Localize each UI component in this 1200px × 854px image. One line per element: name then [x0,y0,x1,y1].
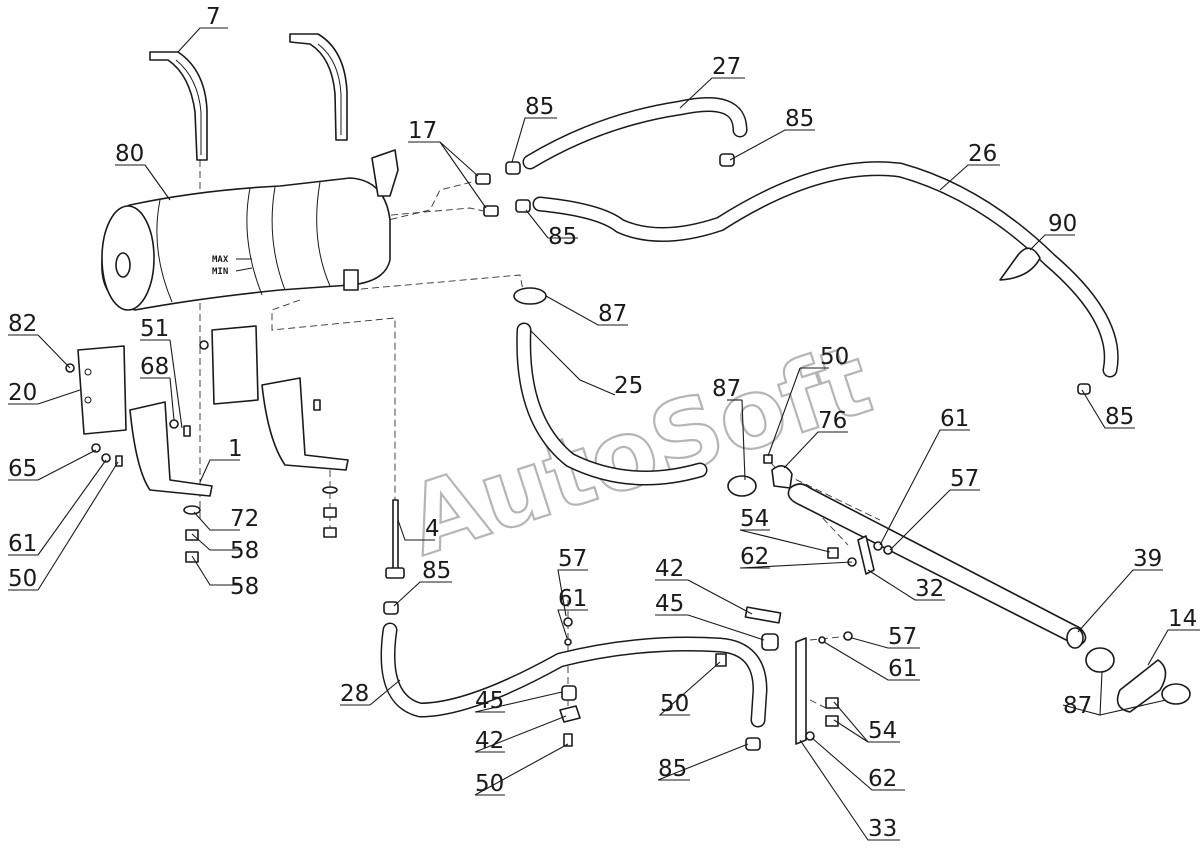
tank-min-label: MIN [212,267,228,277]
callout-85: 85 [785,106,814,132]
callout-61: 61 [8,531,37,557]
callout-42: 42 [475,728,504,754]
small-parts-lower [559,606,853,747]
bracket-part-20 [77,325,259,435]
callout-58: 58 [230,574,259,600]
callout-85: 85 [548,224,577,250]
callout-39: 39 [1133,546,1162,572]
callout-50: 50 [475,771,504,797]
clip-part-76 [763,454,793,489]
callout-57: 57 [950,466,979,492]
callout-42: 42 [655,556,684,582]
callout-85: 85 [525,94,554,120]
callout-87: 87 [712,376,741,402]
callout-72: 72 [230,506,259,532]
callout-76: 76 [818,408,847,434]
watermark: AutoSoft [395,324,883,578]
callout-labels: 7 27 85 17 85 80 26 85 90 87 82 51 68 20… [8,4,1197,842]
callout-50: 50 [8,566,37,592]
callout-57: 57 [888,624,917,650]
callout-32: 32 [915,576,944,602]
callout-61: 61 [940,406,969,432]
callout-4: 4 [425,516,440,542]
hose-part-25 [516,322,708,486]
clamp-part-87 [513,287,547,305]
callout-68: 68 [140,354,169,380]
callout-1: 1 [228,436,243,462]
fitting-part-17 [475,173,499,217]
hose-part-27 [522,97,748,170]
callout-85: 85 [658,756,687,782]
callout-62: 62 [740,544,769,570]
callout-14: 14 [1168,606,1197,632]
callout-58: 58 [230,538,259,564]
callout-45: 45 [475,688,504,714]
callout-45: 45 [655,591,684,617]
tie-part-90 [999,247,1041,281]
callout-65: 65 [8,456,37,482]
callout-85: 85 [422,558,451,584]
callout-57: 57 [558,546,587,572]
callout-28: 28 [340,681,369,707]
bracket-part-32 [827,535,893,575]
drain-pipe-part-4 [385,499,405,579]
strap-part-7 [149,33,348,161]
callout-62: 62 [868,766,897,792]
callout-80: 80 [115,141,144,167]
bracket-part-1 [129,377,349,497]
callout-61: 61 [888,656,917,682]
callout-50: 50 [660,691,689,717]
leader-lines [8,27,1200,841]
callout-61: 61 [558,586,587,612]
callout-85: 85 [1105,404,1134,430]
pipe-part-39 [787,483,1087,649]
callout-26: 26 [968,141,997,167]
callout-51: 51 [140,316,169,342]
sleeve-part-14 [1085,647,1191,713]
callout-25: 25 [614,373,643,399]
hose-part-26 [532,161,1119,378]
callout-54: 54 [740,506,769,532]
tank-max-label: MAX [212,255,229,265]
callout-82: 82 [8,311,37,337]
callout-27: 27 [712,54,741,80]
callout-90: 90 [1048,211,1077,237]
hose-part-28 [380,622,768,728]
callout-87: 87 [598,301,627,327]
callout-17: 17 [408,118,437,144]
clamp-part-87-b [727,475,757,497]
clamp-part-85-group [383,153,1091,751]
callout-33: 33 [868,816,897,842]
callout-87: 87 [1063,693,1092,719]
callout-20: 20 [8,380,37,406]
fuel-tank-part-80: MAX MIN [101,149,399,311]
callout-50: 50 [820,344,849,370]
callout-7: 7 [206,4,221,30]
callout-54: 54 [868,718,897,744]
